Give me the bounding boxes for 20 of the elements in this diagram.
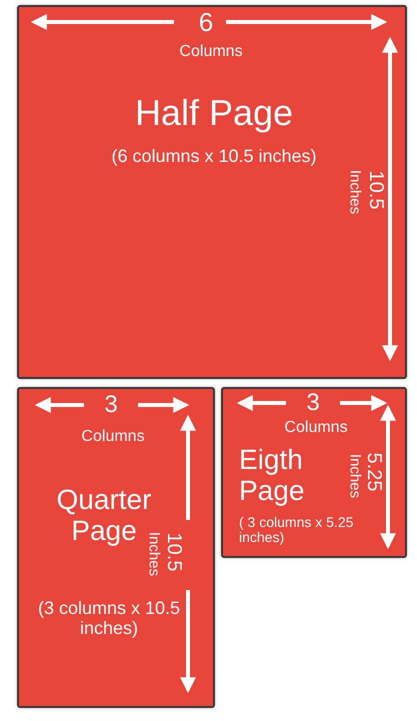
dimension-value: 3 — [306, 391, 320, 415]
dimension-unit: Columns — [81, 429, 145, 445]
dimension-value: 3 — [104, 393, 118, 417]
size-description: (6 columns x 10.5 inches) — [110, 147, 318, 167]
size-description: ( 3 columns x 5.25 inches) — [239, 515, 354, 546]
ad-size-panel — [221, 387, 407, 558]
dimension-unit: Columns — [284, 420, 348, 436]
dimension-unit: Inches — [146, 532, 162, 576]
size-title: Eigth Page — [239, 445, 306, 507]
dimension-value: 10.5 — [164, 532, 184, 572]
dimension-value: 10.5 — [366, 170, 386, 210]
ad-size-panel — [17, 387, 215, 708]
dimension-unit: Inches — [348, 454, 362, 498]
dimension-value: 6 — [198, 9, 214, 35]
dimension-unit: Columns — [179, 44, 243, 60]
size-title: Half Page — [134, 93, 294, 133]
ad-size-panel — [17, 5, 407, 379]
dimension-unit: Inches — [348, 170, 362, 214]
size-description: (3 columns x 10.5 inches) — [36, 599, 182, 639]
dimension-value: 5.25 — [364, 452, 384, 492]
